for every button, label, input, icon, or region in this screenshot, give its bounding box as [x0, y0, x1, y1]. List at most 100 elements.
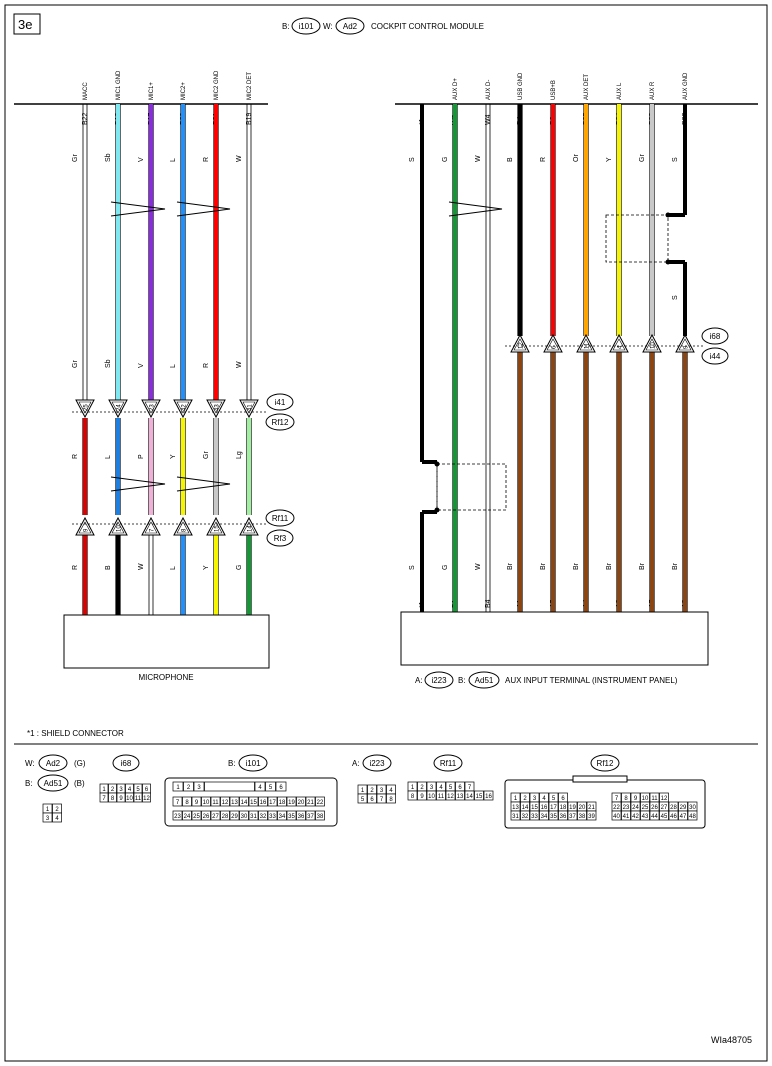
twist-mic1-top — [110, 201, 166, 217]
left-wire-1-color-mid: Sb — [105, 359, 112, 368]
grid-i68-cell-1-0 — [99, 792, 109, 803]
grid-rf12-right-cell-2-2 — [630, 810, 641, 821]
grid-rf12-right-pin-1-8: 30 — [689, 805, 696, 811]
grid-i101-r2-pin-0-10: 33 — [269, 814, 276, 820]
grid-rf11-cell-1-7 — [474, 790, 484, 801]
grid-rf12-right-pin-1-6: 28 — [670, 805, 677, 811]
right-wire-6-color-top: Y — [606, 157, 613, 162]
grid-i101-r1-cell-0-3 — [201, 796, 211, 807]
grid-rf12-right-pin-0-1: 8 — [624, 796, 628, 802]
i68-oval — [701, 327, 729, 345]
grid-rf11-pin-0-4: 5 — [449, 785, 453, 791]
grid-i101-r1-cell-0-10 — [267, 796, 278, 807]
page-frame — [4, 4, 768, 1062]
right-wire-4-color-term: Br — [540, 562, 547, 570]
grid-rf12-left-cell-2-7 — [577, 810, 587, 821]
right-wire-3-signal: USB GND — [518, 72, 524, 100]
aux-conn-b-oval — [468, 671, 500, 689]
aux-terminal-label: AUX INPUT TERMINAL (INSTRUMENT PANEL) — [505, 676, 678, 685]
rf3-label: Rf3 — [274, 534, 287, 543]
right-wire-8-c1-tri-inner — [678, 338, 692, 351]
grid-rf12-right-pin-2-8: 48 — [689, 814, 696, 820]
right-wire-7-c1-pin: 10 — [651, 342, 657, 349]
grid-ad2-cell-1-0 — [42, 812, 53, 823]
left-wire-1-signal: MIC1 GND — [116, 70, 122, 100]
grid-i101-r0-cell-0-3 — [204, 781, 255, 792]
grid-i101-r0-cell-0-4 — [254, 781, 266, 792]
right-wire-8-c1-pin: 9 — [684, 345, 690, 349]
grid-rf12-left-cell-2-1 — [520, 810, 530, 821]
grid-rf12-left-pin-2-7: 38 — [579, 814, 586, 820]
grid-i101-r2-cell-0-13 — [296, 810, 306, 821]
grid-i101-r2-cell-0-12 — [286, 810, 297, 821]
grid-i101-r1-pin-0-14: 21 — [307, 800, 314, 806]
grid-rf11-cell-1-4 — [445, 790, 456, 801]
grid-rf12-left-cell-2-4 — [548, 810, 559, 821]
rf12-label: Rf12 — [272, 418, 289, 427]
grid-i101-r2-pin-0-8: 31 — [250, 814, 257, 820]
grid-rf12-right-pin-2-7: 47 — [680, 814, 687, 820]
aux-conn-a-oval — [424, 671, 454, 689]
right-wire-6-color-term: Br — [606, 562, 613, 570]
grid-i223-pin-0-0: 1 — [361, 788, 365, 794]
legend-i68: i68 — [121, 759, 132, 768]
grid-i101-r2-cell-0-6 — [229, 810, 240, 821]
legend-w-prefix: W: — [25, 759, 35, 768]
legend-rf12: Rf12 — [597, 759, 614, 768]
left-wire-1-color-c1: L — [105, 455, 112, 459]
right-wire-7-signal: AUX R — [650, 81, 656, 100]
rf3-oval — [266, 529, 294, 547]
left-wire-0-color-c2: R — [72, 565, 79, 570]
legend-ad2-oval — [38, 754, 68, 772]
grid-i101-r2-pin-0-6: 29 — [231, 814, 238, 820]
left-wire-4-color-c2: Y — [203, 565, 210, 570]
grid-i68-pin-1-0: 7 — [102, 796, 106, 802]
grid-i101-r0-pin-0-4: 4 — [258, 785, 262, 791]
grid-i101-r1-cell-0-15 — [315, 796, 325, 807]
grid-i101-r0-cell-0-6 — [275, 781, 287, 792]
grid-rf11-pin-1-5: 13 — [457, 794, 464, 800]
grid-rf12-right-cell-2-4 — [649, 810, 660, 821]
grid-i223-pin-1-2: 7 — [380, 797, 384, 803]
legend-i223: i223 — [369, 759, 385, 768]
left-wire-5-c2-pin: 14 — [248, 525, 254, 532]
grid-i101-r1-cell-0-8 — [248, 796, 259, 807]
right-wire-1-color-top: G — [442, 157, 449, 162]
grid-rf12-right-pin-1-7: 29 — [680, 805, 687, 811]
left-wire-4-c2-tri-inner — [209, 521, 223, 534]
left-wire-5-module-pin: B19 — [246, 112, 253, 125]
grid-rf12-left-pin-0-3: 4 — [542, 796, 546, 802]
left-wire-0-color-mid: Gr — [72, 360, 79, 368]
left-wire-0-signal: MACC — [83, 82, 89, 100]
header-conn-b: i101 — [298, 22, 314, 31]
grid-i101-r1-pin-0-10: 17 — [269, 800, 276, 806]
left-wire-1-c2-tri-inner — [111, 521, 125, 534]
aux-conn-b: Ad51 — [475, 676, 494, 685]
legend-rf12-oval — [590, 754, 620, 772]
left-wire-5-color-c1: Lg — [236, 451, 243, 459]
rf12-oval — [265, 413, 295, 431]
grid-rf11-pin-0-3: 4 — [439, 785, 443, 791]
grid-rf12-left-pin-1-5: 18 — [560, 805, 567, 811]
grid-i68-pin-0-3: 4 — [128, 787, 132, 793]
grid-rf12-right-cell-2-5 — [659, 810, 669, 821]
grid-i101-r0-cell-0-2 — [193, 781, 205, 792]
grid-i101-r1-pin-0-1: 8 — [185, 800, 189, 806]
grid-i101-r1-cell-0-9 — [258, 796, 268, 807]
grid-rf12-right-pin-0-5: 12 — [661, 796, 668, 802]
grid-rf11-pin-1-1: 9 — [420, 794, 424, 800]
grid-i68-cell-1-5 — [142, 792, 151, 803]
twist-mic2-mid — [176, 476, 231, 492]
grid-i101-r1-cell-0-6 — [229, 796, 240, 807]
grid-i68-cell-1-3 — [125, 792, 134, 803]
grid-i101-r1-cell-0-11 — [277, 796, 287, 807]
connector-legend: W: Ad2 (G) B: Ad51 (B) i68 B: i101 A: i2… — [25, 754, 706, 829]
grid-rf11-cell-1-2 — [426, 790, 437, 801]
right-wire-8-color-shield: S — [672, 295, 679, 300]
right-wire-4-c1-pin: 6 — [552, 345, 558, 349]
grid-ad2-pin-0-1: 2 — [55, 807, 59, 813]
grid-rf12-left-pin-1-4: 17 — [550, 805, 557, 811]
grid-i68-pin-0-1: 2 — [111, 787, 115, 793]
grid-i101-r1-cell-0-2 — [191, 796, 202, 807]
